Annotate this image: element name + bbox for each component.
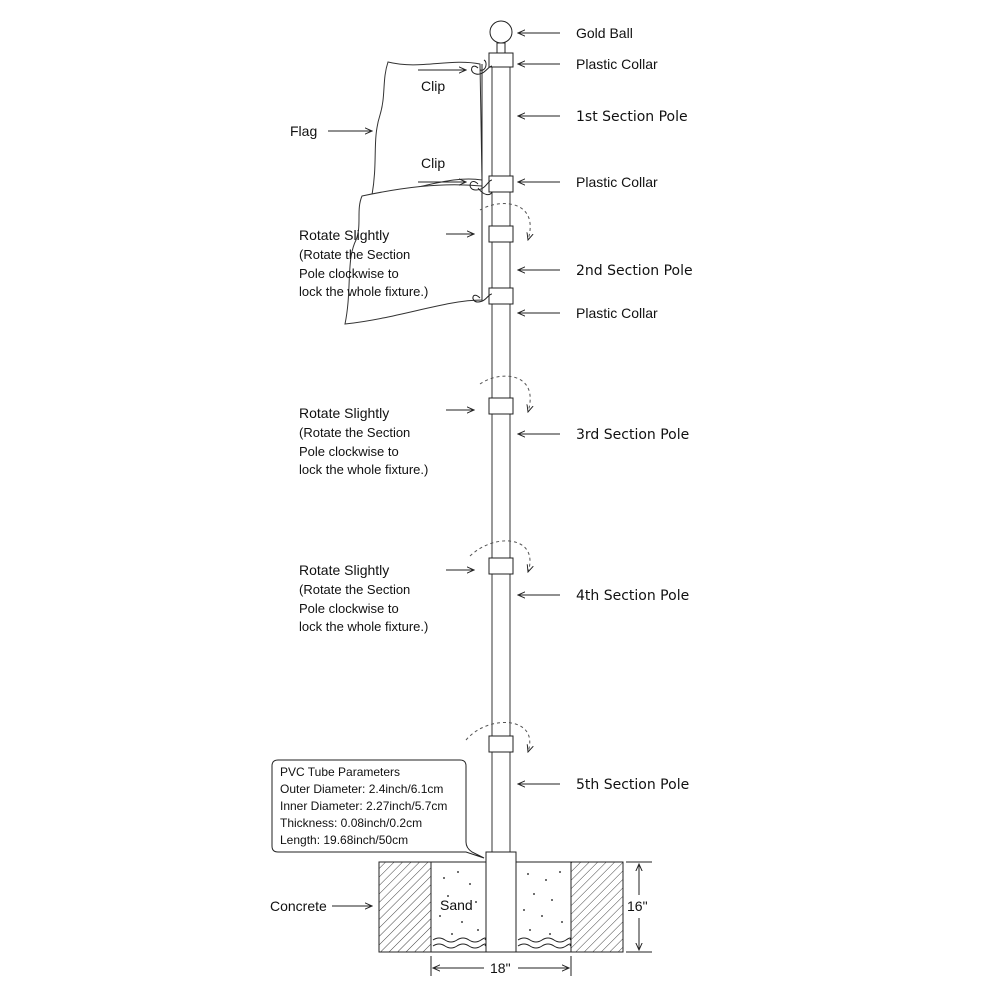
- label-depth: 16": [627, 898, 648, 914]
- clip-bottom: [469, 179, 493, 196]
- concrete-left: [378, 861, 432, 953]
- ground-base: [378, 851, 624, 953]
- rotate-note-line: (Rotate the Section: [299, 247, 410, 262]
- label-section-4: 4th Section Pole: [576, 588, 689, 604]
- rotate-note-3: Rotate Slightly (Rotate the Section Pole…: [299, 562, 474, 634]
- rotate-note-line: Pole clockwise to: [299, 266, 399, 281]
- rotate-note-line: (Rotate the Section: [299, 582, 410, 597]
- rotate-note-line: Pole clockwise to: [299, 444, 399, 459]
- sand-right: [515, 861, 572, 953]
- label-plastic-collar-low: Plastic Collar: [576, 305, 658, 321]
- rotate-note-1: Rotate Slightly (Rotate the Section Pole…: [299, 227, 474, 299]
- plastic-collar-mid: [488, 175, 514, 193]
- rotate-arrow-4: [465, 722, 530, 752]
- pvc-inner-diameter: Inner Diameter: 2.27inch/5.7cm: [280, 799, 447, 813]
- clip-lower: [472, 293, 493, 303]
- pvc-title: PVC Tube Parameters: [280, 765, 400, 779]
- joint-collar-2: [488, 225, 514, 243]
- rotate-note-line: lock the whole fixture.): [299, 462, 428, 477]
- label-section-5: 5th Section Pole: [576, 777, 689, 793]
- pvc-length: Length: 19.68inch/50cm: [280, 833, 408, 847]
- joint-collar-3: [488, 397, 514, 415]
- label-section-3: 3rd Section Pole: [576, 427, 689, 443]
- sand-dots: [439, 871, 563, 935]
- label-concrete: Concrete: [270, 898, 327, 914]
- rotate-note-line: Pole clockwise to: [299, 601, 399, 616]
- rotate-note-2: Rotate Slightly (Rotate the Section Pole…: [299, 405, 474, 477]
- label-width: 18": [490, 960, 511, 976]
- label-sand: Sand: [440, 897, 473, 913]
- rotate-note-line: lock the whole fixture.): [299, 619, 428, 634]
- flag-shape: [344, 61, 483, 325]
- clip-top: [471, 59, 493, 75]
- depth-dimension: [626, 861, 652, 953]
- sand-left: [430, 861, 487, 953]
- gold-ball: [489, 20, 513, 44]
- rotate-note-line: (Rotate the Section: [299, 425, 410, 440]
- label-plastic-collar-mid: Plastic Collar: [576, 174, 658, 190]
- rotate-note-title: Rotate Slightly: [299, 562, 389, 578]
- rotate-note-title: Rotate Slightly: [299, 405, 389, 421]
- concrete-right: [570, 861, 624, 953]
- pvc-parameters-callout: PVC Tube Parameters Outer Diameter: 2.4i…: [271, 759, 485, 859]
- label-plastic-collar-top: Plastic Collar: [576, 56, 658, 72]
- rotate-note-title: Rotate Slightly: [299, 227, 389, 243]
- label-flag: Flag: [290, 123, 317, 139]
- base-tube: [485, 851, 517, 953]
- width-dimension: [430, 956, 572, 976]
- label-section-2: 2nd Section Pole: [576, 263, 693, 279]
- label-gold-ball: Gold Ball: [576, 25, 633, 41]
- label-clip-top: Clip: [421, 78, 445, 94]
- rotate-arrow-2: [479, 375, 530, 412]
- plastic-collar-low: [488, 287, 514, 305]
- label-section-1: 1st Section Pole: [576, 109, 688, 125]
- rotate-arrow-1: [479, 203, 530, 240]
- rotate-note-line: lock the whole fixture.): [299, 284, 428, 299]
- pvc-outer-diameter: Outer Diameter: 2.4inch/6.1cm: [280, 782, 443, 796]
- pvc-thickness: Thickness: 0.08inch/0.2cm: [280, 816, 422, 830]
- label-clip-bottom: Clip: [421, 155, 445, 171]
- joint-collar-5: [488, 735, 514, 753]
- plastic-collar-top: [488, 52, 514, 68]
- joint-collar-4: [488, 557, 514, 575]
- ball-neck: [496, 42, 506, 54]
